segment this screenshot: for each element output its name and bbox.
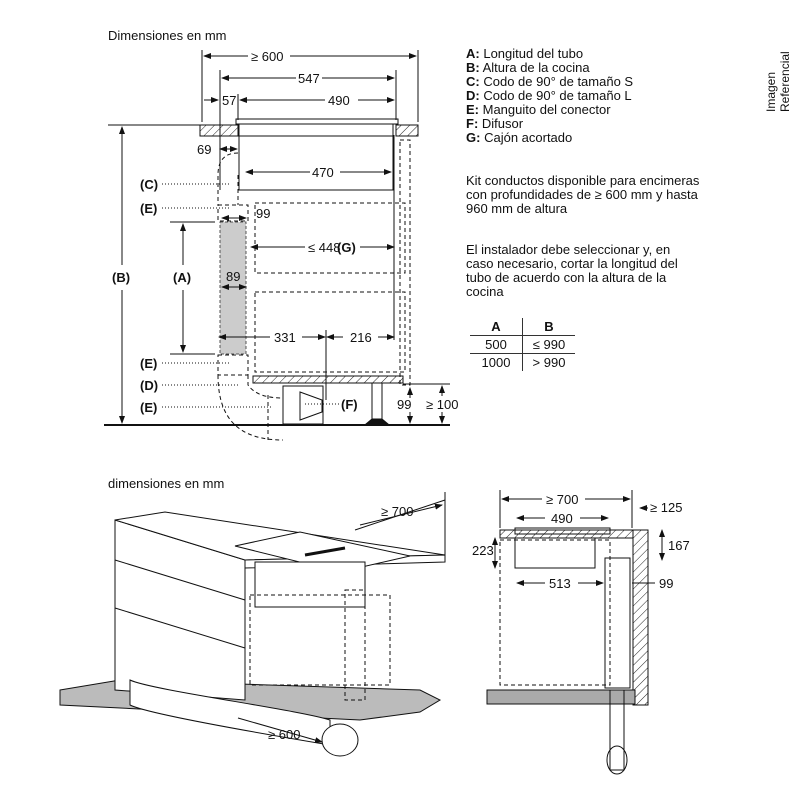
table-row: 500≤ 990 (470, 335, 575, 354)
callout-a: (A) (173, 270, 191, 285)
callout-b: (B) (112, 270, 130, 285)
dim-470: 470 (312, 165, 334, 180)
dim-223-side: 223 (472, 543, 494, 558)
legend-key: A: (466, 46, 480, 61)
dim-331: 331 (274, 330, 296, 345)
legend-text: Altura de la cocina (482, 60, 590, 75)
legend-text: Difusor (481, 116, 524, 131)
legend-text: Longitud del tubo (483, 46, 584, 61)
legend-key: G: (466, 130, 481, 145)
label-g: (G) (337, 240, 356, 255)
legend-item-g: G: Cajón acortado (466, 131, 633, 145)
dim-490: 490 (328, 93, 350, 108)
callout-e1: (E) (140, 201, 157, 216)
legend-item-a: A: Longitud del tubo (466, 47, 633, 61)
dim-99-plinth: 99 (397, 397, 411, 412)
legend-text: Manguito del conector (482, 102, 611, 117)
table-row: 1000 > 990 (470, 353, 575, 371)
table-cell: ≤ 990 (522, 335, 575, 354)
note-kit: Kit conductos disponible para encimeras … (466, 173, 700, 216)
dim-69: 69 (197, 142, 211, 157)
dim-216: 216 (350, 330, 372, 345)
dim-100: ≥ 100 (426, 397, 458, 412)
bottom-title: dimensiones en mm (108, 476, 224, 491)
callout-e2: (E) (140, 356, 157, 371)
legend-key: C: (466, 74, 480, 89)
legend-text: Codo de 90° de tamaño S (483, 74, 634, 89)
callout-e3: (E) (140, 400, 157, 415)
note-installer: El instalador debe seleccionar y, en cas… (466, 242, 678, 299)
table-header: A (470, 318, 523, 336)
top-title: Dimensiones en mm (108, 28, 227, 43)
legend-item-f: F: Difusor (466, 117, 633, 131)
top-dimension-labels: Dimensiones en mm ≥ 600 547 57 490 69 47… (108, 28, 458, 415)
dim-513-side: 513 (549, 576, 571, 591)
dim-600: ≥ 600 (251, 49, 283, 64)
callout-c: (C) (140, 177, 158, 192)
dim-700-side: ≥ 700 (546, 492, 578, 507)
dim-600-perspective: ≥ 600 (268, 727, 300, 742)
dim-490-side: 490 (551, 511, 573, 526)
side-section-view (486, 490, 665, 775)
table-header: B (522, 318, 575, 336)
table-cell: > 990 (532, 355, 566, 370)
perspective-view (59, 492, 446, 757)
legend-item-d: D: Codo de 90° de tamaño L (466, 89, 633, 103)
dim-89: 89 (226, 269, 240, 284)
legend-key: D: (466, 88, 480, 103)
callout-d: (D) (140, 378, 158, 393)
legend-item-c: C: Codo de 90° de tamaño S (466, 75, 633, 89)
reference-image-label: Imagen Referencial (764, 51, 792, 112)
dim-700-perspective: ≥ 700 (381, 504, 413, 519)
dim-99-duct: 99 (256, 206, 270, 221)
legend: A: Longitud del tubo B: Altura de la coc… (466, 47, 633, 145)
callout-f: (F) (341, 397, 358, 412)
legend-item-e: E: Manguito del conector (466, 103, 633, 117)
dim-167-side: 167 (668, 538, 690, 553)
dim-448: ≤ 448 (308, 240, 340, 255)
legend-key: B: (466, 60, 480, 75)
table-cell: 1000 (470, 353, 523, 371)
legend-item-b: B: Altura de la cocina (466, 61, 633, 75)
legend-text: Codo de 90° de tamaño L (483, 88, 632, 103)
table-cell: 500 (470, 335, 523, 354)
legend-key: F: (466, 116, 479, 131)
top-section-view (104, 50, 450, 441)
legend-key: E: (466, 102, 479, 117)
dim-547: 547 (298, 71, 320, 86)
legend-text: Cajón acortado (484, 130, 573, 145)
dim-125-side: ≥ 125 (650, 500, 682, 515)
dim-99-side: 99 (659, 576, 673, 591)
dim-57: 57 (222, 93, 236, 108)
bottom-dimension-labels: dimensiones en mm ≥ 700 ≥ 600 ≥ 700 490 … (108, 476, 690, 742)
